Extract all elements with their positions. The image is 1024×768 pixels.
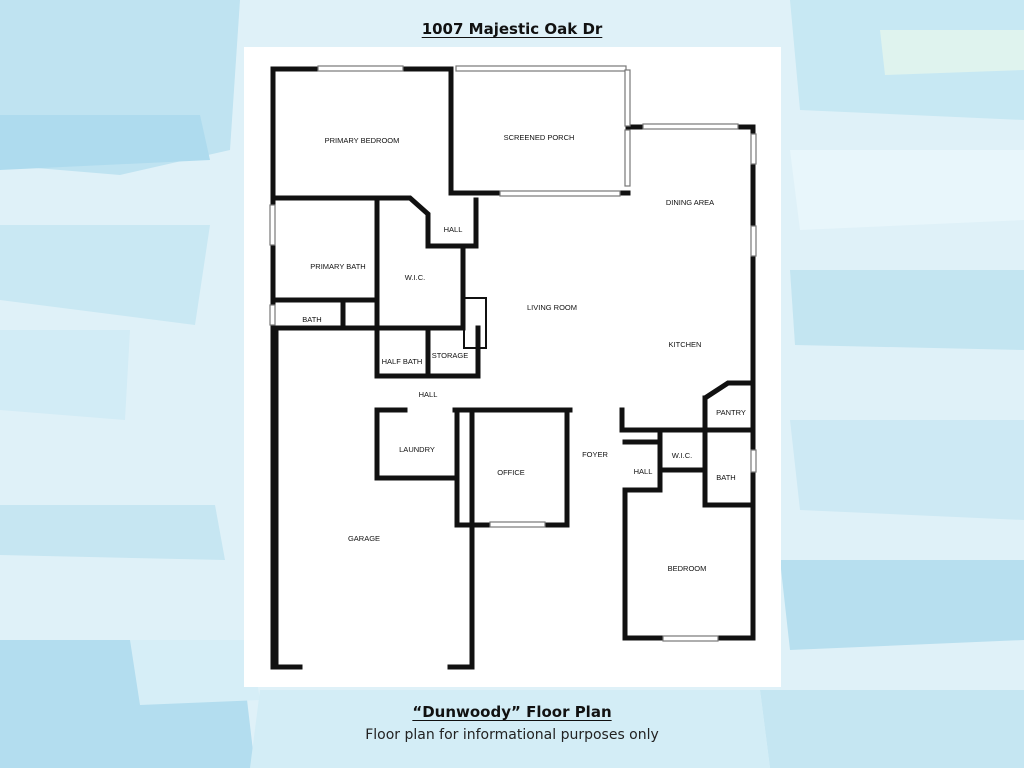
floorplan-card — [244, 47, 781, 687]
room-hall: HALL — [419, 390, 438, 399]
wall — [622, 380, 751, 433]
floor-plan: PRIMARY BEDROOM SCREENED PORCH DINING AR… — [269, 65, 757, 670]
room-garage: GARAGE — [348, 534, 380, 543]
room-primary-bath: PRIMARY BATH — [310, 262, 365, 271]
window — [624, 69, 631, 127]
room-foyer: FOYER — [582, 450, 608, 459]
disclaimer-text: Floor plan for informational purposes on… — [365, 727, 659, 743]
wall — [448, 66, 631, 196]
window — [750, 225, 757, 257]
window — [750, 449, 757, 473]
room-primary-bedroom: PRIMARY BEDROOM — [325, 136, 400, 145]
room-kitchen: KITCHEN — [669, 340, 702, 349]
window — [269, 304, 276, 326]
room-pantry: PANTRY — [716, 408, 746, 417]
plan-name-title: “Dunwoody” Floor Plan — [412, 703, 612, 721]
wall — [374, 195, 466, 331]
window — [317, 65, 404, 72]
room-laundry: LAUNDRY — [399, 445, 435, 454]
wall — [270, 66, 454, 670]
room-storage: STORAGE — [432, 351, 469, 360]
fireplace — [463, 297, 487, 349]
room-screened-porch: SCREENED PORCH — [504, 133, 575, 142]
room-wic: W.I.C. — [405, 273, 425, 282]
wall — [374, 407, 458, 481]
room-bath: BATH — [716, 473, 735, 482]
window — [489, 521, 546, 528]
window — [662, 635, 719, 642]
window — [499, 190, 621, 197]
wall — [447, 407, 475, 670]
room-hall: HALL — [634, 467, 653, 476]
window — [269, 204, 276, 246]
room-dining-area: DINING AREA — [666, 198, 714, 207]
wall — [273, 195, 479, 249]
room-office: OFFICE — [497, 468, 525, 477]
room-wic: W.I.C. — [672, 451, 692, 460]
room-bedroom: BEDROOM — [668, 564, 707, 573]
room-hall: HALL — [444, 225, 463, 234]
window — [455, 65, 627, 72]
room-half-bath: HALF BATH — [382, 357, 423, 366]
window — [624, 129, 631, 187]
room-bath: BATH — [302, 315, 321, 324]
room-living-room: LIVING ROOM — [527, 303, 577, 312]
address-title: 1007 Majestic Oak Dr — [421, 20, 603, 38]
window — [642, 123, 739, 130]
wall — [702, 395, 753, 508]
window — [750, 133, 757, 165]
